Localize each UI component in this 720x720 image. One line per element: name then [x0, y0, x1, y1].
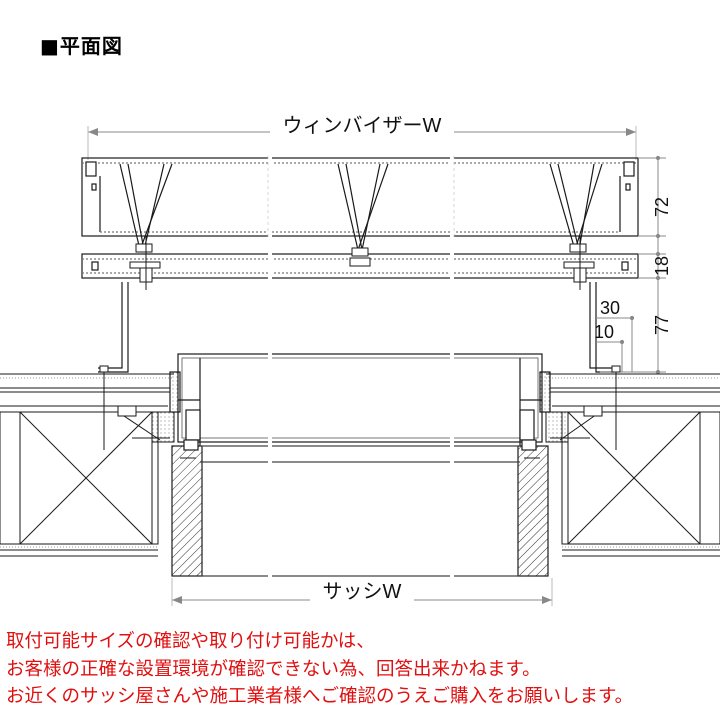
notice-line-3: お近くのサッシ屋さんや施工業者様へご確認のうえご購入をお願いします。 — [6, 686, 634, 707]
notice-line-2: お客様の正確な設置環境が確認できない為、回答出来かねます。 — [6, 659, 541, 680]
diagram-title: ■平面図 — [40, 34, 123, 58]
side-dimensions — [596, 155, 666, 375]
visor-width-label: ウィンバイザーW — [283, 115, 442, 137]
mounting-bolts — [129, 236, 595, 290]
exterior-wall — [0, 373, 720, 413]
window-jambs — [171, 445, 549, 577]
dim-77: 77 — [652, 315, 672, 335]
dim-72: 72 — [652, 197, 672, 217]
dim-18: 18 — [652, 256, 672, 276]
dim-30: 30 — [600, 298, 620, 318]
wall-studs — [0, 411, 720, 557]
visor-width-dimension: ウィンバイザーW — [87, 115, 637, 160]
sash-frame — [169, 352, 551, 580]
visor-support-wires — [119, 163, 603, 253]
sash-width-dimension: サッシW — [171, 578, 553, 606]
dim-10: 10 — [594, 322, 614, 342]
visor-body — [81, 156, 639, 238]
sash-width-label: サッシW — [323, 581, 402, 603]
wall-screws — [99, 365, 621, 459]
notice-line-1: 取付可能サイズの確認や取り付け可能かは、 — [6, 631, 375, 652]
mounting-brackets — [98, 282, 614, 373]
